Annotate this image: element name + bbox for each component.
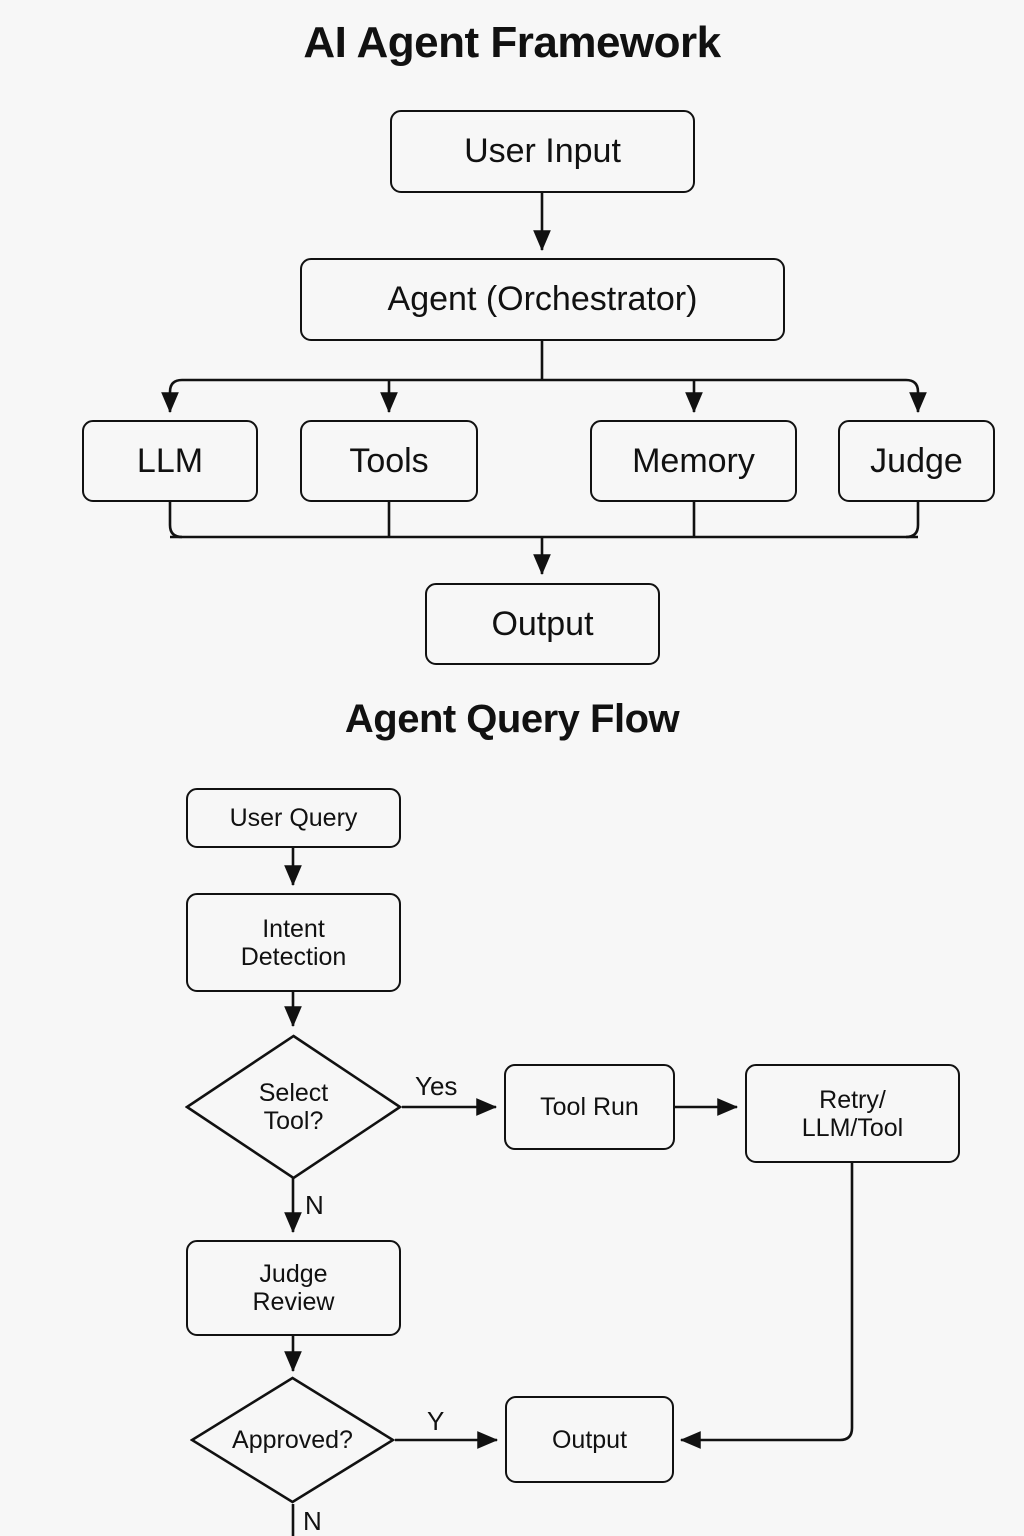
node-llm[interactable]: LLM — [82, 420, 258, 502]
node-judge-label: Judge — [870, 441, 963, 480]
node-tool-run[interactable]: Tool Run — [504, 1064, 675, 1150]
node-select-tool-decision[interactable]: Select Tool? — [185, 1034, 402, 1180]
node-tools-label: Tools — [349, 441, 429, 480]
edge-label-approved-yes: Y — [427, 1406, 445, 1436]
node-user-query[interactable]: User Query — [186, 788, 401, 848]
node-judge[interactable]: Judge — [838, 420, 995, 502]
node-agent-orchestrator[interactable]: Agent (Orchestrator) — [300, 258, 785, 341]
node-approved-label: Approved? — [232, 1426, 353, 1454]
node-user-query-label: User Query — [229, 804, 358, 832]
edge-llm-merge — [168, 502, 183, 539]
node-user-input-label: User Input — [464, 132, 621, 171]
edge-judge-merge — [905, 502, 920, 539]
edge-label-select-tool-yes: Yes — [415, 1071, 458, 1101]
diamond-shape — [185, 1034, 402, 1180]
node-retry-llm-tool[interactable]: Retry/ LLM/Tool — [745, 1064, 960, 1163]
page-title-queryflow: Agent Query Flow — [344, 697, 680, 741]
node-llm-label: LLM — [136, 441, 204, 480]
fanout-bus — [168, 378, 920, 393]
node-memory[interactable]: Memory — [590, 420, 797, 502]
node-user-input[interactable]: User Input — [390, 110, 695, 193]
node-retry-llm-tool-label: Retry/ LLM/Tool — [801, 1085, 904, 1142]
node-intent-detection[interactable]: Intent Detection — [186, 893, 401, 992]
node-intent-detection-label: Intent Detection — [240, 914, 347, 971]
node-queryflow-output[interactable]: Output — [505, 1396, 674, 1483]
node-approved-decision[interactable]: Approved? — [190, 1376, 395, 1504]
node-tool-run-label: Tool Run — [540, 1093, 639, 1121]
page-title-framework: AI Agent Framework — [303, 18, 721, 67]
edge-label-select-tool-no: N — [305, 1190, 324, 1220]
node-select-tool-label: Select Tool? — [258, 1079, 329, 1135]
node-judge-review[interactable]: Judge Review — [186, 1240, 401, 1336]
node-memory-label: Memory — [632, 441, 755, 480]
node-tools[interactable]: Tools — [300, 420, 478, 502]
node-agent-orchestrator-label: Agent (Orchestrator) — [387, 280, 698, 319]
node-judge-review-label: Judge Review — [252, 1260, 335, 1316]
node-framework-output-label: Output — [491, 604, 594, 643]
diamond-shape — [190, 1376, 395, 1504]
edge-retry-output — [679, 1163, 854, 1449]
node-queryflow-output-label: Output — [551, 1425, 628, 1454]
node-framework-output[interactable]: Output — [425, 583, 660, 665]
edge-label-approved-no: N — [303, 1506, 322, 1536]
